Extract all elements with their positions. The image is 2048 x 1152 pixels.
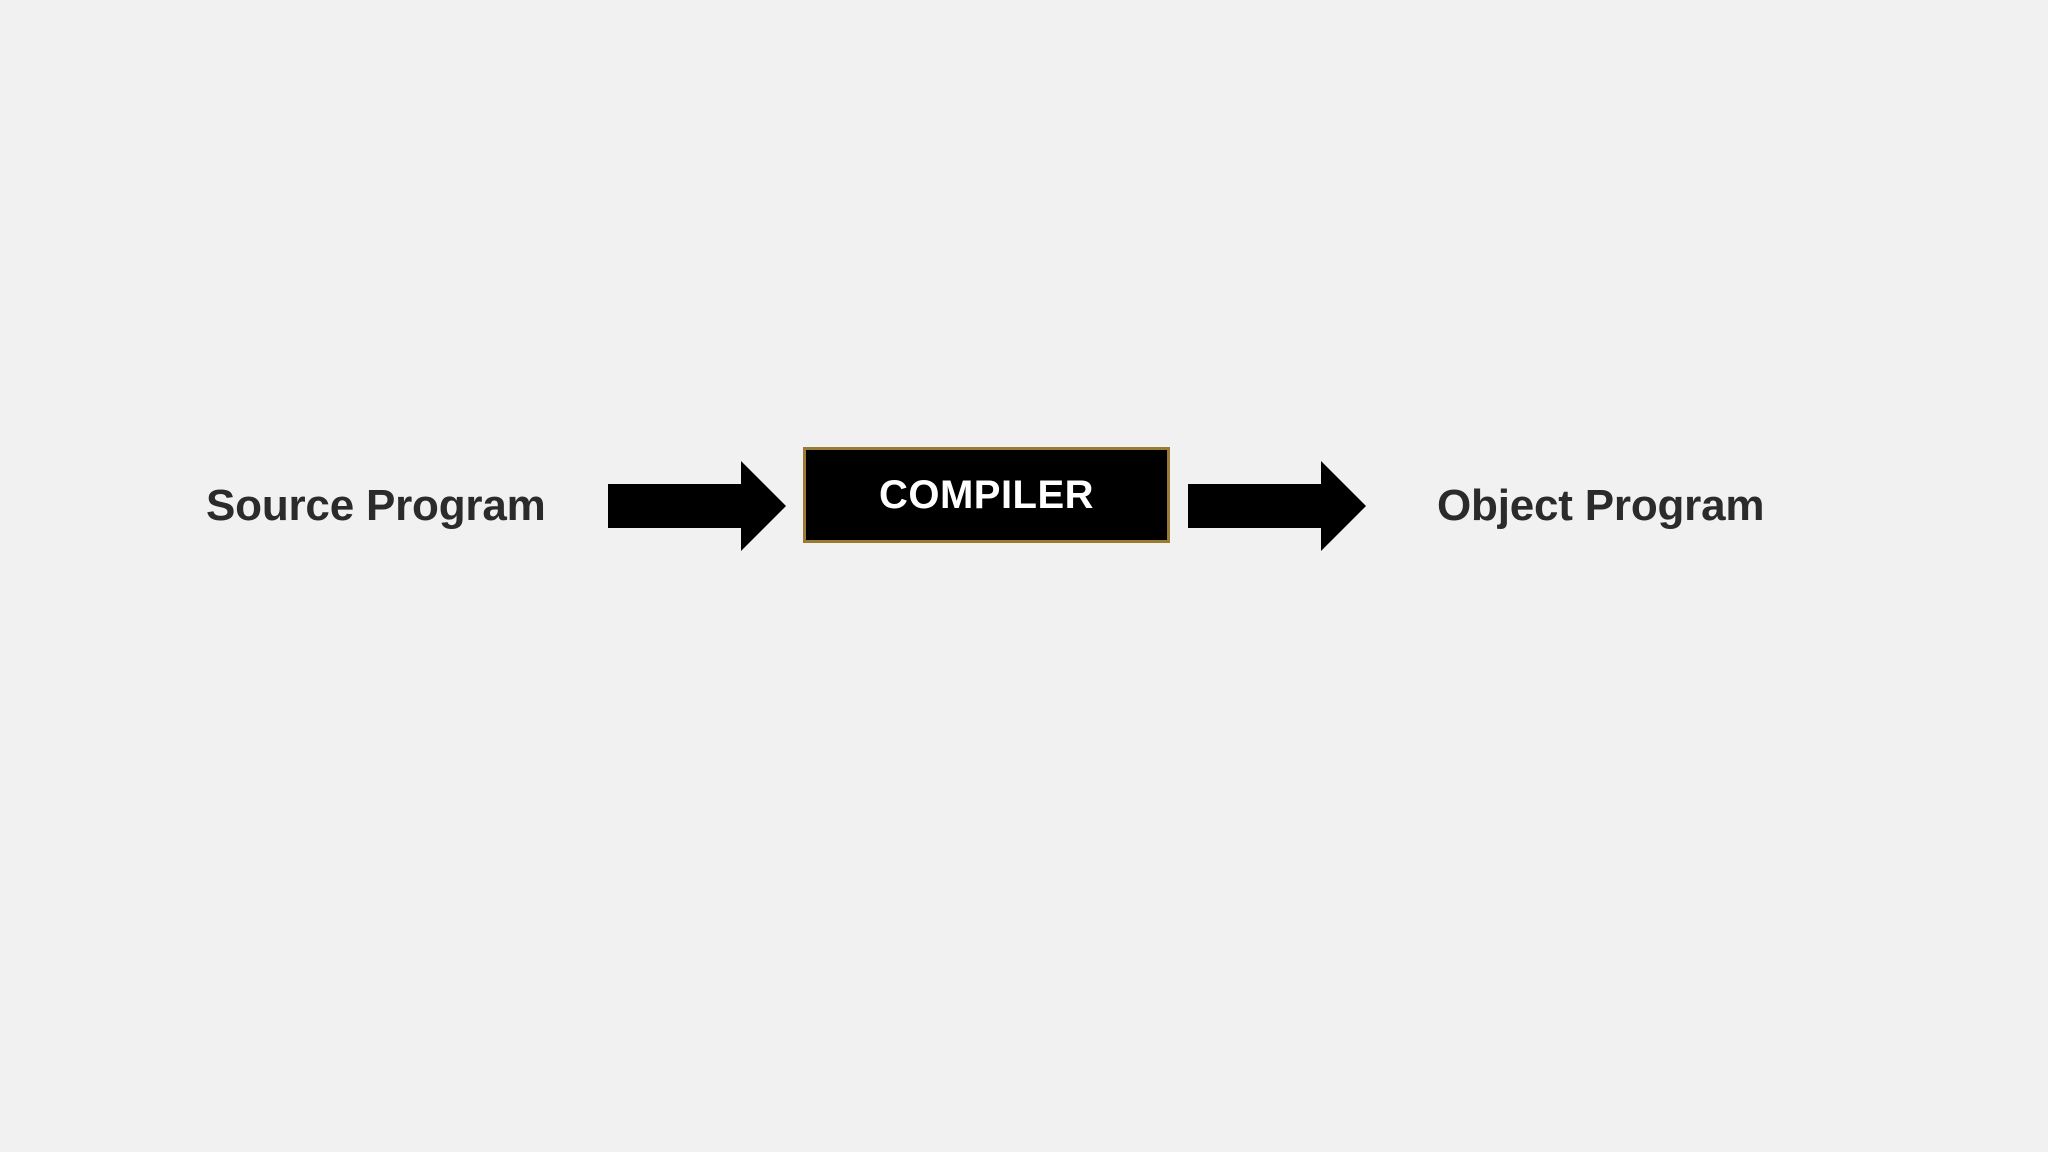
- source-program-label: Source Program: [206, 481, 546, 530]
- arrow-source-to-compiler: [605, 455, 787, 557]
- compiler-box-label: COMPILER: [878, 473, 1095, 517]
- compiler-box: COMPILER: [803, 447, 1170, 543]
- arrow-compiler-to-object: [1185, 455, 1367, 557]
- block-arrow-right-icon: [608, 461, 786, 551]
- object-program-label: Object Program: [1437, 481, 1765, 530]
- block-arrow-right-icon: [1188, 461, 1366, 551]
